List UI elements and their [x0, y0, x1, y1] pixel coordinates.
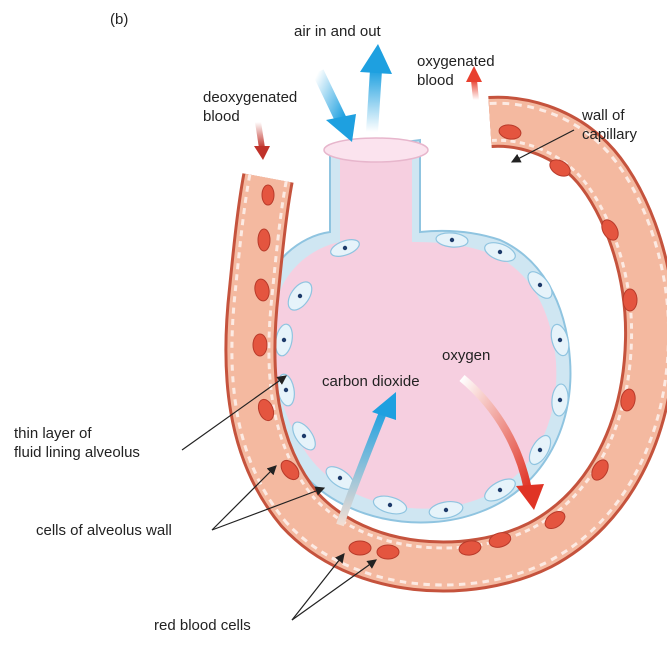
label-deoxygenated-line2: blood [203, 107, 297, 126]
alveolus-opening [324, 138, 428, 162]
label-thin-layer: thin layer of fluid lining alveolus [14, 424, 140, 462]
label-thin-layer-line1: thin layer of [14, 424, 140, 443]
pointer-rbc-2 [292, 560, 376, 620]
label-cells-of-alveolus-wall: cells of alveolus wall [36, 521, 172, 540]
panel-label: (b) [110, 10, 128, 29]
label-red-blood-cells: red blood cells [154, 616, 251, 635]
label-oxygenated-line2: blood [417, 71, 495, 90]
label-deoxygenated-blood: deoxygenated blood [203, 88, 297, 126]
label-oxygenated-line1: oxygenated [417, 52, 495, 71]
air-arrows [318, 44, 392, 142]
label-deoxygenated-line1: deoxygenated [203, 88, 297, 107]
air-out-arrow [372, 70, 376, 132]
label-wall-line1: wall of [582, 106, 637, 125]
label-oxygen: oxygen [442, 346, 490, 365]
label-oxygenated-blood: oxygenated blood [417, 52, 495, 90]
label-wall-of-capillary: wall of capillary [582, 106, 637, 144]
label-air-in-out: air in and out [294, 22, 381, 41]
label-thin-layer-line2: fluid lining alveolus [14, 443, 140, 462]
pointer-rbc-1 [292, 554, 344, 620]
label-carbon-dioxide: carbon dioxide [322, 372, 420, 391]
label-wall-line2: capillary [582, 125, 637, 144]
air-in-arrow [318, 72, 342, 122]
